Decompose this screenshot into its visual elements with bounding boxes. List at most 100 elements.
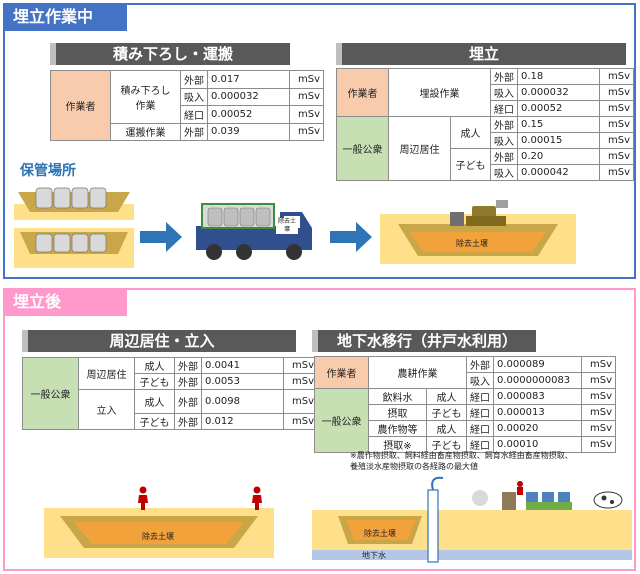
- pit-label-after: 除去土壌: [142, 532, 174, 541]
- footnote: ※農作物摂取、飼料経由畜産物摂取、飼育水経由畜産物摂取、 養殖淡水産物摂取の各経…: [350, 451, 573, 471]
- route: 外部: [490, 68, 518, 85]
- unit: mSv: [283, 373, 318, 390]
- groundwater-label: 地下水: [362, 551, 386, 560]
- arrow-icon: [140, 222, 182, 252]
- worker-label: 作業者: [336, 68, 389, 117]
- unit: mSv: [283, 413, 318, 430]
- value: 0.20: [517, 148, 600, 165]
- unit: mSv: [289, 105, 324, 124]
- value: 0.00020: [493, 420, 582, 437]
- title-landfill: 埋立: [336, 43, 626, 65]
- route: 外部: [174, 373, 202, 390]
- unit: mSv: [599, 164, 634, 181]
- value: 0.012: [201, 413, 284, 430]
- value: 0.00052: [207, 105, 290, 124]
- person-icon: [252, 486, 262, 510]
- value: 0.000089: [493, 356, 582, 373]
- work-unloading: 積み下ろし 作業: [110, 70, 181, 124]
- value: 0.18: [517, 68, 600, 85]
- title-groundwater: 地下水移行（井戸水利用）: [312, 330, 536, 352]
- storage-illustration: [14, 187, 134, 268]
- route: 経口: [466, 420, 494, 437]
- unit: mSv: [581, 388, 616, 405]
- route: 経口: [466, 404, 494, 421]
- unit: mSv: [283, 357, 318, 374]
- person-icon: [138, 486, 148, 510]
- route: 外部: [174, 389, 202, 414]
- age: 子ども: [134, 373, 175, 390]
- panel-during: 埋立作業中: [3, 3, 636, 279]
- worker-label: 作業者: [50, 70, 111, 141]
- tag-during: 埋立作業中: [3, 3, 127, 31]
- title-residence: 周辺居住・立入: [22, 330, 296, 352]
- path: 飲料水: [368, 388, 427, 405]
- route: 吸入: [490, 132, 518, 149]
- route: 経口: [490, 100, 518, 117]
- table-landfill: 作業者 埋設作業 外部 0.18 mSv 吸入 0.000032 mSv 経口 …: [336, 68, 634, 181]
- public-label: 一般公衆: [314, 388, 369, 453]
- age: 成人: [426, 420, 467, 437]
- value: 0.000083: [493, 388, 582, 405]
- age: 子ども: [426, 404, 467, 421]
- route: 外部: [180, 70, 208, 89]
- age: 成人: [134, 357, 175, 374]
- unit: mSv: [599, 148, 634, 165]
- value: 0.039: [207, 122, 290, 141]
- tag-after: 埋立後: [3, 288, 127, 316]
- burial-work: 埋設作業: [388, 68, 491, 117]
- route: 外部: [174, 413, 202, 430]
- landfill-pit-illustration: [380, 200, 576, 264]
- value: 0.0000000083: [493, 372, 582, 389]
- nearby-residence: 周辺居住: [78, 357, 135, 390]
- unit: mSv: [289, 70, 324, 89]
- route: 外部: [490, 148, 518, 165]
- age: 成人: [134, 389, 175, 414]
- route: 吸入: [490, 164, 518, 181]
- unit: mSv: [599, 84, 634, 101]
- route: 外部: [490, 116, 518, 133]
- value: 0.00015: [517, 132, 600, 149]
- pit-label-groundwater: 除去土壌: [364, 529, 396, 538]
- truck-label: 除去土壌: [276, 218, 298, 234]
- value: 0.00052: [517, 100, 600, 117]
- route: 経口: [466, 388, 494, 405]
- value: 0.000013: [493, 404, 582, 421]
- route: 外部: [174, 357, 202, 374]
- unit: mSv: [599, 100, 634, 117]
- table-groundwater: 作業者 農耕作業 外部 0.000089 mSv 吸入 0.0000000083…: [314, 356, 616, 453]
- unit: mSv: [599, 68, 634, 85]
- nearby-residence: 周辺居住: [388, 116, 451, 181]
- truck-icon: [196, 203, 312, 260]
- value: 0.000042: [517, 164, 600, 181]
- covered-pit-illustration: [44, 508, 274, 558]
- work-transport: 運搬作業: [110, 122, 181, 141]
- value: 0.017: [207, 70, 290, 89]
- table-residence: 一般公衆 周辺居住 成人 外部 0.0041 mSv 子ども 外部 0.0053…: [22, 357, 318, 430]
- value: 0.0098: [201, 389, 284, 414]
- value: 0.000032: [207, 87, 290, 106]
- unit: mSv: [581, 372, 616, 389]
- route: 外部: [180, 122, 208, 141]
- public-label: 一般公衆: [22, 357, 79, 430]
- path: 摂取: [368, 404, 427, 421]
- panel-after: 埋立後: [3, 288, 636, 571]
- route: 吸入: [466, 372, 494, 389]
- path: 農作物等: [368, 420, 427, 437]
- unit: mSv: [599, 116, 634, 133]
- age: 成人: [426, 388, 467, 405]
- public-label: 一般公衆: [336, 116, 389, 181]
- worker-label: 作業者: [314, 356, 369, 389]
- route: 吸入: [180, 87, 208, 106]
- unit: mSv: [599, 132, 634, 149]
- child: 子ども: [450, 148, 491, 181]
- storage-label: 保管場所: [20, 163, 76, 179]
- unit: mSv: [581, 356, 616, 373]
- value: 0.000032: [517, 84, 600, 101]
- value: 0.15: [517, 116, 600, 133]
- age: 子ども: [134, 413, 175, 430]
- farming-work: 農耕作業: [368, 356, 467, 389]
- unit: mSv: [581, 404, 616, 421]
- groundwater-illustration: [312, 476, 632, 563]
- route: 外部: [466, 356, 494, 373]
- route: 経口: [180, 105, 208, 124]
